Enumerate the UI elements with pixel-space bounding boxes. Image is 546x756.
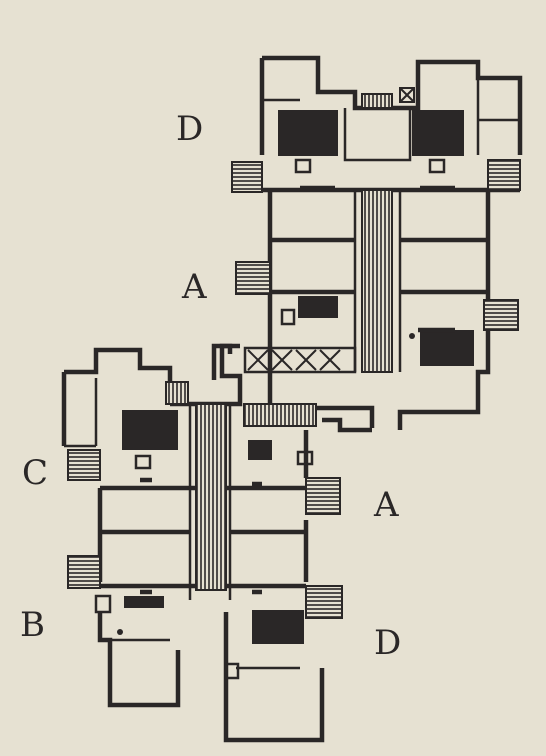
label-unit-b: B bbox=[20, 605, 46, 645]
label-unit-d-bottom: D bbox=[374, 623, 403, 663]
upper-tower bbox=[231, 55, 523, 430]
label-unit-a-top: A bbox=[182, 267, 208, 307]
label-unit-d-top: D bbox=[176, 109, 205, 149]
link-walls bbox=[211, 343, 372, 433]
label-unit-a-right: A bbox=[374, 485, 400, 525]
lower-tower bbox=[61, 343, 343, 743]
label-unit-c: C bbox=[22, 453, 50, 493]
